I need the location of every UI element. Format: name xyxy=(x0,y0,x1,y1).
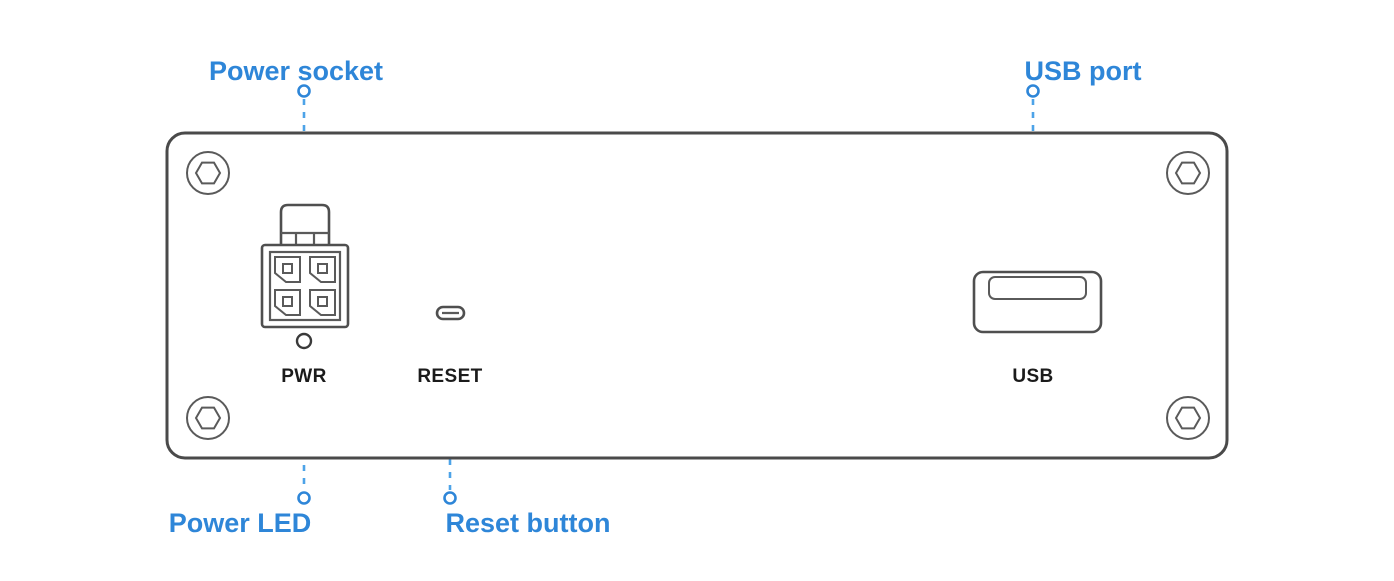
port-label-usb: USB xyxy=(1012,366,1053,387)
port-label-pwr: PWR xyxy=(281,366,327,387)
callout-label-power-led: Power LED xyxy=(169,508,312,538)
power-socket-shell-inner-wall xyxy=(268,250,342,322)
screw-top-left xyxy=(186,151,230,195)
callout-label-reset-button: Reset button xyxy=(446,508,611,538)
power-socket-cavity-top-right xyxy=(309,256,336,283)
power-socket-cavity-bottom-right xyxy=(309,289,336,316)
callout-label-power-socket: Power socket xyxy=(209,56,383,86)
leader-dot-power-led xyxy=(297,491,311,505)
screw-bottom-right xyxy=(1166,396,1210,440)
reset-button-switch[interactable] xyxy=(435,305,466,321)
port-label-reset: RESET xyxy=(417,366,482,387)
leader-dot-usb-port xyxy=(1026,84,1040,98)
power-socket-cavity-top-left xyxy=(274,256,301,283)
power-socket-connector[interactable] xyxy=(260,203,350,329)
panel-faceplate xyxy=(165,131,1229,460)
screw-bottom-left xyxy=(186,396,230,440)
power-socket-cavity-bottom-left xyxy=(274,289,301,316)
leader-dot-power-socket xyxy=(297,84,311,98)
leader-dot-reset-button xyxy=(443,491,457,505)
power-socket-latch xyxy=(279,203,331,251)
usb-port-tongue xyxy=(988,276,1087,300)
callout-label-usb-port: USB port xyxy=(1025,56,1142,86)
usb-port-connector[interactable] xyxy=(972,270,1103,334)
screw-top-right xyxy=(1166,151,1210,195)
power-led-indicator xyxy=(295,332,313,350)
panel-screws xyxy=(186,151,1210,440)
